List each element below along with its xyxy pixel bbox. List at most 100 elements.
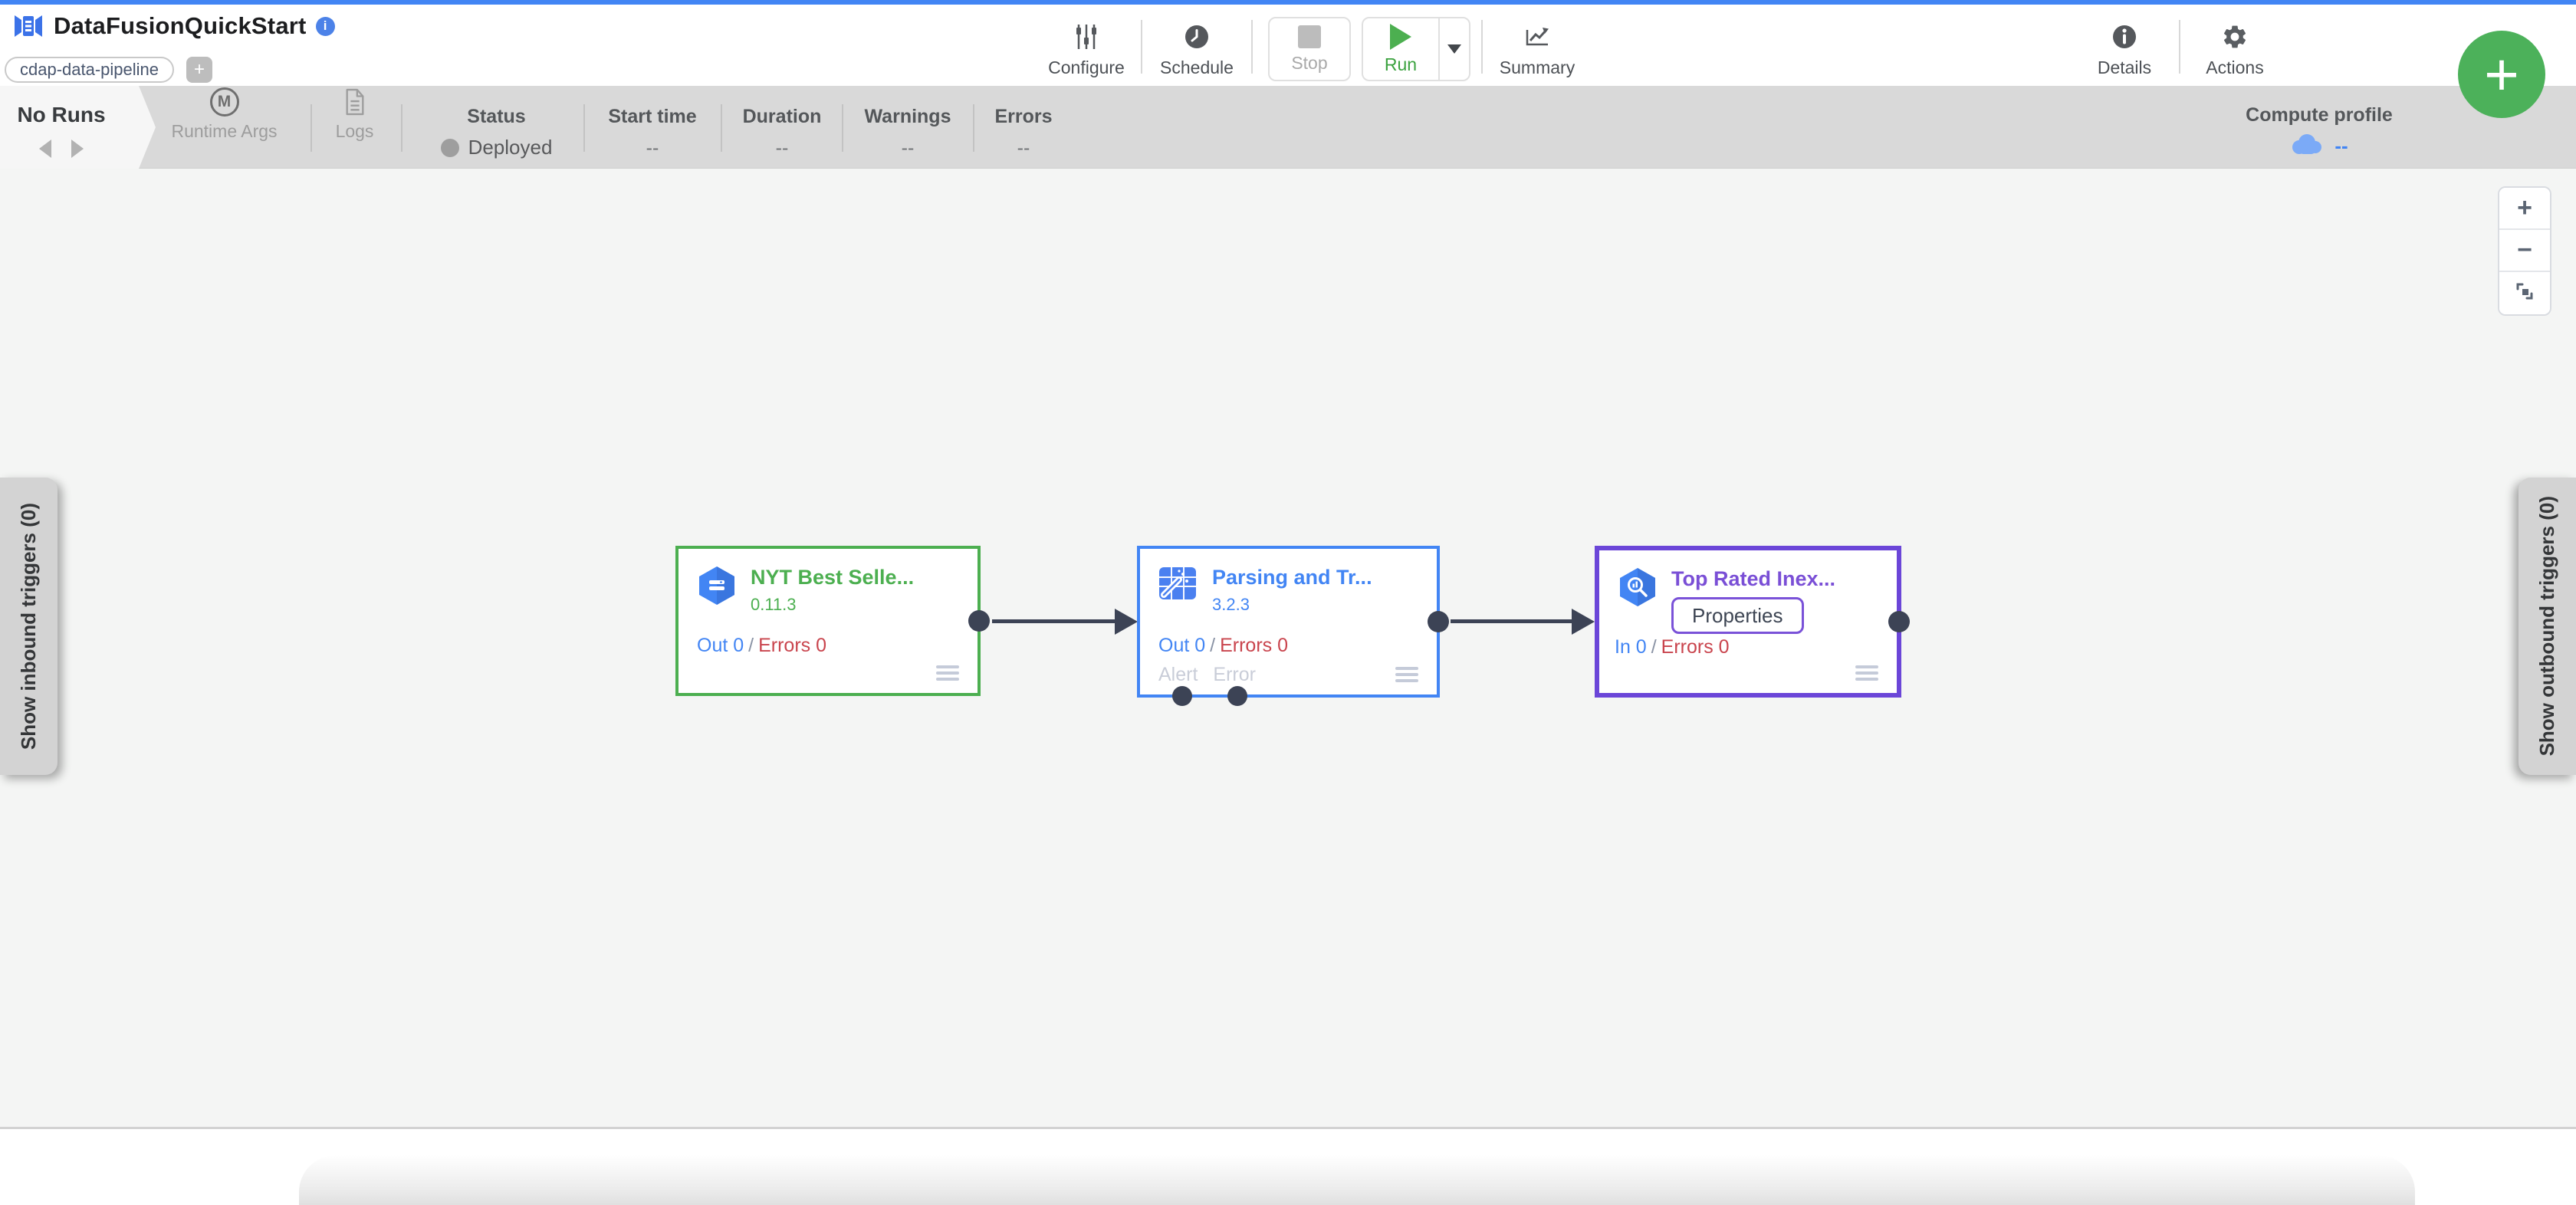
clock-icon <box>1184 21 1210 52</box>
metric-separator: / <box>1651 636 1657 658</box>
records-out-metric[interactable]: Out 0 <box>697 635 744 656</box>
node-menu-icon[interactable] <box>1855 665 1878 681</box>
summary-label: Summary <box>1499 57 1576 77</box>
zoom-in-button[interactable]: + <box>2499 188 2550 230</box>
tag-row: cdap-data-pipeline <box>5 57 213 83</box>
compute-profile-header: Compute profile <box>2246 104 2393 126</box>
status-dot-icon <box>440 138 459 157</box>
next-run-arrow-icon[interactable] <box>71 140 84 158</box>
node-menu-icon[interactable] <box>1395 667 1418 682</box>
bottom-panel-shadow <box>299 1155 2415 1205</box>
node-transform-card[interactable]: Parsing and Tr... 3.2.3 Out 0/Errors 0 A… <box>1137 546 1449 706</box>
runbar-divider <box>583 104 585 152</box>
compute-profile-value[interactable]: -- <box>2216 133 2423 159</box>
configure-button[interactable]: Configure <box>1037 15 1136 78</box>
node-title: NYT Best Selle... <box>751 566 915 589</box>
outbound-triggers-label: Show outbound triggers (0) <box>2535 496 2558 757</box>
run-options-dropdown[interactable] <box>1438 18 1469 80</box>
node-metrics: Out 0/Errors 0 <box>1158 635 1288 657</box>
edge-arrowhead-icon <box>1572 609 1595 635</box>
runbar-divider <box>721 104 722 152</box>
node-version: 3.2.3 <box>1212 595 1250 614</box>
run-label: Run <box>1384 54 1418 74</box>
errors-value: -- <box>1017 137 1030 159</box>
logs-label: Logs <box>335 121 374 141</box>
run-button-group: Run <box>1362 17 1470 81</box>
runtime-args-button[interactable]: Runtime Args <box>161 86 288 142</box>
details-info-icon <box>2111 21 2137 52</box>
duration-value: -- <box>775 137 789 159</box>
status-value: Deployed <box>468 136 553 159</box>
info-icon[interactable] <box>315 16 335 36</box>
toolbar-divider <box>1251 20 1253 74</box>
run-button[interactable]: Run <box>1363 18 1438 80</box>
zoom-out-button[interactable]: − <box>2499 230 2550 272</box>
toolbar-divider <box>1481 20 1483 74</box>
details-button[interactable]: Details <box>2075 15 2174 78</box>
records-out-metric[interactable]: Out 0 <box>1158 635 1206 656</box>
cloud-icon <box>2290 133 2324 159</box>
node-source-card[interactable]: NYT Best Selle... 0.11.3 Out 0/Errors 0 <box>675 546 990 696</box>
stop-label: Stop <box>1291 52 1328 73</box>
schedule-button[interactable]: Schedule <box>1147 15 1247 78</box>
runbar-divider <box>310 104 312 152</box>
actions-label: Actions <box>2206 57 2264 77</box>
node-title: Parsing and Tr... <box>1212 566 1372 589</box>
errors-metric[interactable]: Errors 0 <box>758 635 827 656</box>
error-port[interactable] <box>1227 686 1247 706</box>
sliders-icon <box>1073 21 1099 52</box>
database-source-icon <box>697 566 737 606</box>
run-status-bar: No Runs Runtime Args Logs Status <box>0 86 2576 169</box>
errors-metric[interactable]: Errors 0 <box>1220 635 1289 656</box>
macro-m-icon <box>209 87 239 117</box>
metric-separator: / <box>748 635 754 656</box>
edge-source-to-transform[interactable] <box>992 619 1116 623</box>
configure-label: Configure <box>1048 57 1125 77</box>
start-time-value: -- <box>646 137 659 159</box>
alert-port-label: Alert <box>1158 664 1198 685</box>
node-menu-icon[interactable] <box>936 665 959 681</box>
output-port[interactable] <box>1888 611 1910 632</box>
alert-port[interactable] <box>1172 686 1192 706</box>
node-metrics: Out 0/Errors 0 <box>697 635 826 657</box>
status-header: Status <box>467 106 526 127</box>
node-title: Top Rated Inex... <box>1671 567 1836 590</box>
stop-button[interactable]: Stop <box>1268 17 1351 81</box>
node-sink-card[interactable]: Top Rated Inex... Properties In 0/Errors… <box>1595 546 1910 698</box>
records-in-metric[interactable]: In 0 <box>1615 636 1647 658</box>
add-tag-button[interactable] <box>186 57 213 83</box>
previous-run-arrow-icon[interactable] <box>39 140 51 158</box>
output-port[interactable] <box>1428 611 1449 632</box>
outbound-triggers-tab[interactable]: Show outbound triggers (0) <box>2518 478 2576 775</box>
toolbar-divider <box>1141 20 1142 74</box>
pipeline-type-tag: cdap-data-pipeline <box>5 57 175 83</box>
wrangler-transform-icon <box>1158 566 1198 606</box>
pipeline-canvas[interactable]: NYT Best Selle... 0.11.3 Out 0/Errors 0 <box>0 169 2576 1127</box>
chevron-down-icon <box>1447 44 1461 54</box>
metric-separator: / <box>1210 635 1216 656</box>
warnings-header: Warnings <box>864 106 951 127</box>
properties-button[interactable]: Properties <box>1671 597 1804 634</box>
runbar-divider <box>401 104 402 152</box>
output-port[interactable] <box>968 610 990 632</box>
edge-transform-to-sink[interactable] <box>1451 619 1573 623</box>
inbound-triggers-tab[interactable]: Show inbound triggers (0) <box>0 478 58 775</box>
cdap-pipeline-logo-icon <box>14 11 43 41</box>
toolbar-divider <box>2179 20 2180 74</box>
inbound-triggers-label: Show inbound triggers (0) <box>17 502 40 750</box>
actions-button[interactable]: Actions <box>2185 15 2285 78</box>
errors-metric[interactable]: Errors 0 <box>1661 636 1730 658</box>
compute-profile: Compute profile -- <box>2216 86 2423 159</box>
play-icon <box>1390 23 1411 50</box>
runtime-args-label: Runtime Args <box>171 121 278 141</box>
start-time-header: Start time <box>608 106 697 127</box>
fit-to-screen-button[interactable] <box>2499 272 2550 314</box>
edge-arrowhead-icon <box>1115 609 1138 635</box>
schedule-label: Schedule <box>1160 57 1234 77</box>
start-time-column: Start time -- <box>590 86 715 169</box>
add-plugin-fab[interactable]: + <box>2458 31 2545 118</box>
summary-button[interactable]: Summary <box>1487 15 1587 78</box>
errors-header: Errors <box>994 106 1053 127</box>
logs-button[interactable]: Logs <box>318 86 391 142</box>
